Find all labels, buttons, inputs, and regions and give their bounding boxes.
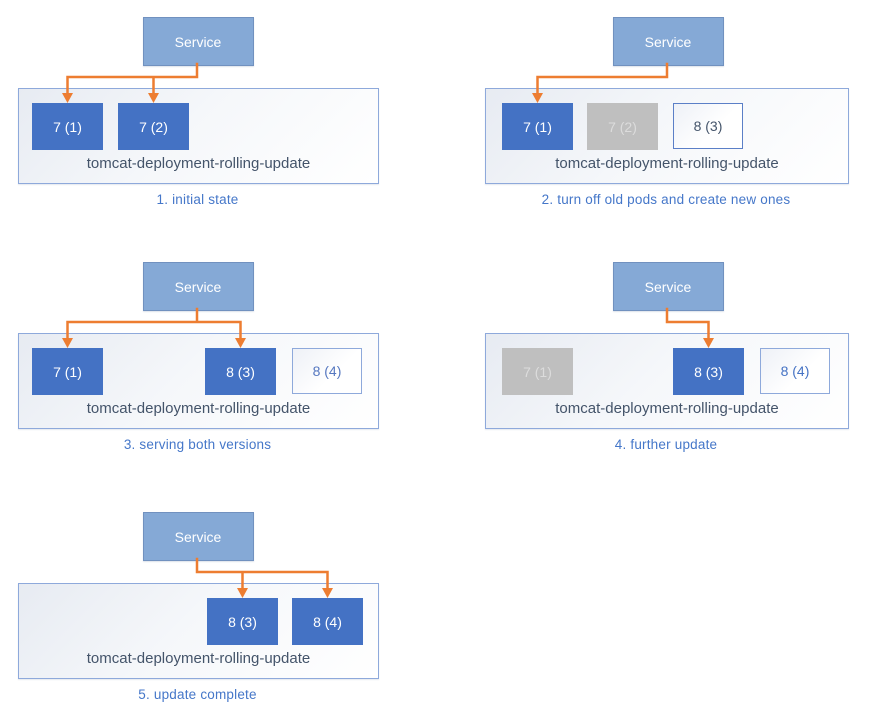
pod-new: 8 (4) [760,348,830,394]
service-box: Service [142,512,254,561]
service-box: Service [612,17,724,66]
step-caption: 2. turn off old pods and create new ones [541,192,791,207]
pod-label: 8 (3) [693,118,723,134]
service-box: Service [142,17,254,66]
pod-label: 8 (4) [312,363,342,379]
pod-active: 8 (3) [673,348,744,395]
pod-label: 7 (1) [523,363,552,380]
service-label: Service [174,278,222,295]
deployment-label: tomcat-deployment-rolling-update [555,400,779,417]
deployment-label: tomcat-deployment-rolling-update [555,155,779,172]
step-caption: 1. initial state [156,192,239,207]
pod-active: 7 (1) [32,348,103,395]
step-caption: 4. further update [614,437,718,452]
panel-step-5: tomcat-deployment-rolling-update 8 (3) 8 (… [0,495,435,718]
pod-stopped: 7 (1) [502,348,573,395]
pod-active: 8 (3) [205,348,276,395]
deployment-label: tomcat-deployment-rolling-update [86,650,311,667]
service-label: Service [644,33,692,50]
pod-label: 7 (2) [139,118,168,135]
panel-step-3: tomcat-deployment-rolling-update 7 (1) 8 (… [0,245,435,475]
pod-active: 8 (4) [292,598,363,645]
step-caption: 3. serving both versions [123,437,272,452]
pod-active: 7 (1) [502,103,573,150]
pod-label: 8 (4) [780,363,810,379]
pod-label: 7 (1) [523,118,552,135]
service-label: Service [174,528,222,545]
pod-label: 7 (1) [53,363,82,380]
pod-new: 8 (3) [673,103,743,149]
step-caption: 5. update complete [138,687,257,702]
panel-step-2: tomcat-deployment-rolling-update 7 (1) 7 (… [435,0,870,230]
pod-stopped: 7 (2) [587,103,658,150]
service-label: Service [644,278,692,295]
service-box: Service [612,262,724,311]
deployment-label: tomcat-deployment-rolling-update [86,400,311,417]
service-box: Service [142,262,254,311]
service-label: Service [174,33,222,50]
deployment-label: tomcat-deployment-rolling-update [86,155,311,172]
pod-active: 7 (1) [32,103,103,150]
pod-label: 8 (3) [226,363,255,380]
pod-label: 7 (2) [608,118,637,135]
pod-active: 8 (3) [207,598,278,645]
panel-step-1: tomcat-deployment-rolling-update 7 (1) 7 (… [0,0,435,230]
pod-label: 8 (4) [313,613,342,630]
pod-new: 8 (4) [292,348,362,394]
pod-label: 7 (1) [53,118,82,135]
pod-label: 8 (3) [694,363,723,380]
panel-step-4: tomcat-deployment-rolling-update 7 (1) 8 (… [435,245,870,475]
pod-label: 8 (3) [228,613,257,630]
pod-active: 7 (2) [118,103,189,150]
